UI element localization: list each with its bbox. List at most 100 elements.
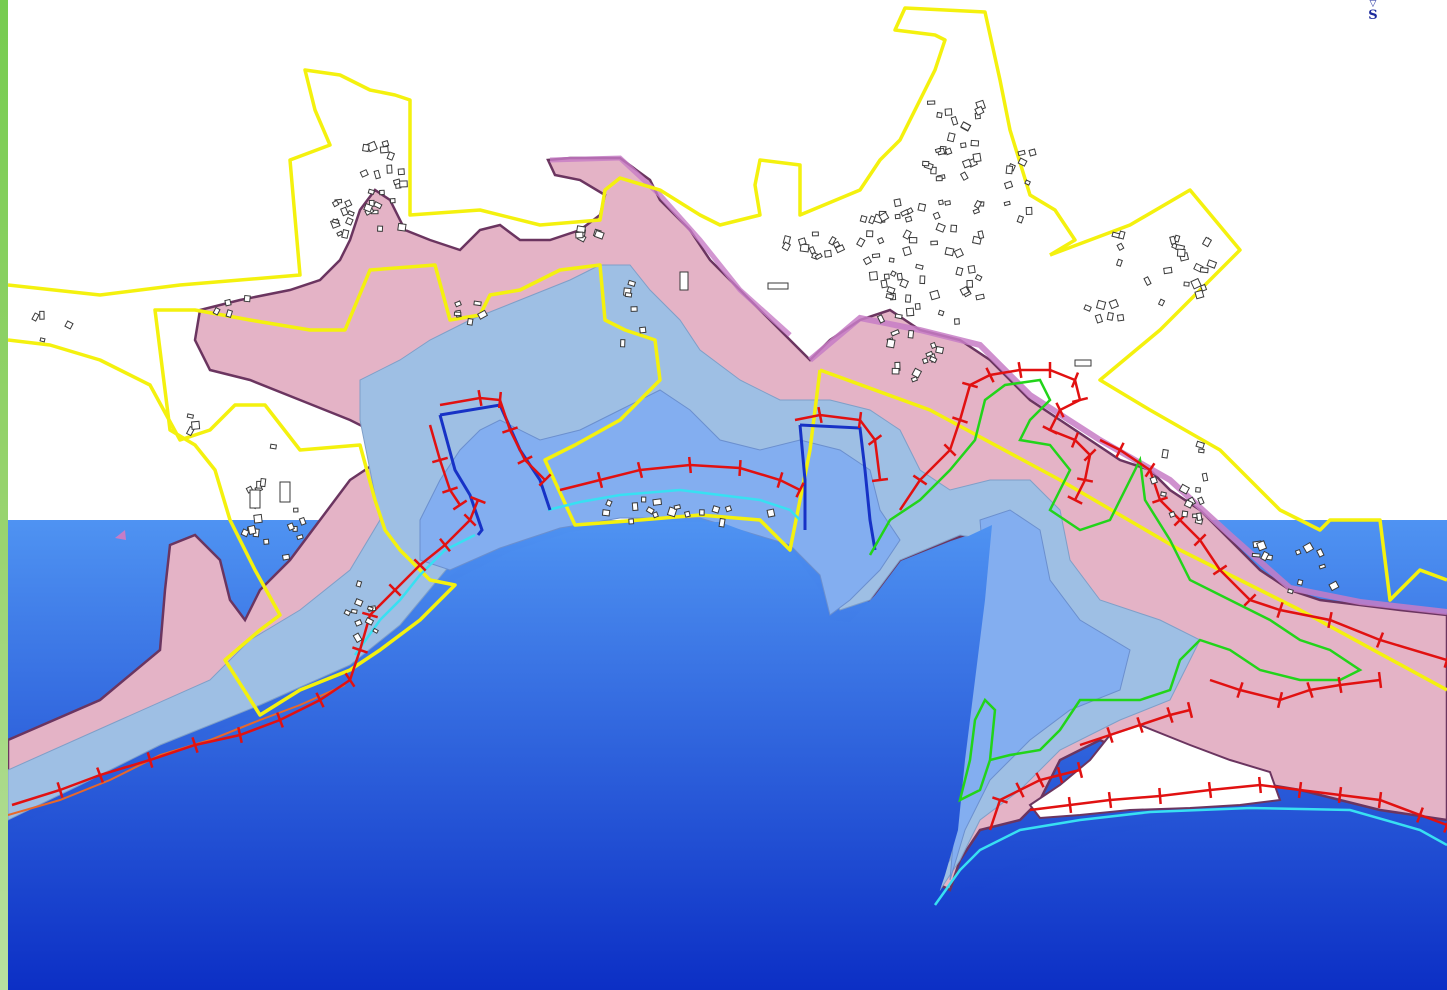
building-large bbox=[767, 282, 789, 290]
building bbox=[1316, 548, 1325, 558]
building bbox=[362, 143, 370, 153]
cliff-tick bbox=[1056, 766, 1064, 784]
boundary-north-west bbox=[8, 6, 1077, 297]
building bbox=[1163, 266, 1173, 275]
building bbox=[336, 230, 344, 237]
building bbox=[974, 274, 983, 282]
building bbox=[1024, 179, 1031, 186]
building bbox=[224, 298, 232, 307]
building bbox=[974, 105, 985, 116]
building bbox=[944, 247, 955, 257]
building bbox=[1003, 200, 1011, 207]
building bbox=[64, 320, 74, 330]
building bbox=[1181, 510, 1189, 518]
building bbox=[263, 538, 270, 545]
building bbox=[811, 231, 819, 237]
building bbox=[891, 367, 900, 375]
building bbox=[1118, 230, 1126, 240]
boundary-north-east bbox=[1049, 188, 1447, 602]
cliff-segment bbox=[1099, 438, 1447, 662]
cliff-tick bbox=[1306, 682, 1314, 698]
building bbox=[343, 609, 352, 617]
cliff-tick bbox=[1337, 676, 1343, 694]
building bbox=[466, 317, 474, 326]
cliff-tick bbox=[470, 495, 486, 505]
building bbox=[352, 632, 363, 644]
cliff-tick bbox=[1015, 782, 1025, 798]
building bbox=[453, 311, 462, 317]
building bbox=[347, 210, 355, 217]
building bbox=[397, 222, 407, 232]
building bbox=[639, 326, 647, 334]
building bbox=[345, 216, 354, 226]
building bbox=[959, 285, 970, 296]
building bbox=[212, 306, 221, 316]
building bbox=[950, 224, 958, 233]
cliff-tick bbox=[315, 692, 325, 708]
building bbox=[353, 598, 364, 607]
building bbox=[1201, 472, 1209, 482]
cliff-tick bbox=[795, 482, 805, 498]
cliff-tick bbox=[596, 471, 604, 489]
building bbox=[926, 100, 936, 105]
building bbox=[1195, 486, 1202, 493]
building bbox=[364, 617, 375, 626]
building bbox=[1199, 267, 1209, 274]
building bbox=[1169, 235, 1177, 245]
cliff-tick bbox=[1337, 786, 1343, 804]
cliff-tick bbox=[1243, 593, 1257, 607]
building bbox=[243, 294, 251, 303]
building bbox=[1199, 283, 1208, 292]
building bbox=[259, 477, 267, 488]
building bbox=[1161, 448, 1169, 459]
building bbox=[673, 504, 682, 511]
building bbox=[711, 505, 721, 514]
building bbox=[970, 139, 980, 147]
building bbox=[944, 108, 953, 116]
building bbox=[934, 147, 942, 154]
building bbox=[921, 357, 929, 365]
boundary-diagonal bbox=[819, 368, 1447, 692]
building bbox=[878, 211, 890, 223]
building bbox=[281, 553, 291, 561]
boundary-lines bbox=[8, 6, 1447, 717]
cliff-tick bbox=[1212, 564, 1228, 576]
building bbox=[724, 505, 733, 513]
building bbox=[928, 355, 938, 364]
building bbox=[953, 247, 965, 259]
building bbox=[628, 518, 635, 525]
building bbox=[39, 337, 46, 343]
building bbox=[824, 249, 832, 258]
building bbox=[905, 307, 915, 317]
building bbox=[1025, 206, 1033, 216]
building bbox=[389, 198, 396, 204]
building bbox=[828, 236, 837, 246]
building bbox=[932, 211, 941, 220]
building bbox=[1176, 248, 1186, 258]
cliff-tick bbox=[1067, 796, 1073, 814]
cliff-tick bbox=[1136, 717, 1144, 733]
building bbox=[699, 509, 705, 516]
left-edge-strip bbox=[0, 0, 8, 990]
compass-indicator: ▽ S bbox=[1366, 0, 1380, 22]
building bbox=[373, 169, 381, 180]
cliff-tick bbox=[871, 477, 889, 483]
cliff-tick bbox=[1276, 691, 1284, 709]
cliff-tick bbox=[1107, 791, 1113, 809]
cliff-tick bbox=[1297, 781, 1303, 799]
building bbox=[929, 289, 941, 301]
building bbox=[935, 176, 943, 182]
coastal-map[interactable] bbox=[8, 0, 1447, 990]
cliff-tick bbox=[1076, 761, 1084, 779]
cliff-tick bbox=[952, 416, 968, 424]
cliff-tick bbox=[442, 486, 458, 494]
building bbox=[899, 278, 910, 289]
building bbox=[959, 171, 969, 181]
building bbox=[1198, 448, 1205, 454]
building bbox=[341, 229, 350, 239]
building bbox=[386, 151, 396, 161]
cliff-tick bbox=[497, 391, 503, 409]
building bbox=[1143, 276, 1152, 286]
cliff-tick bbox=[857, 411, 863, 429]
